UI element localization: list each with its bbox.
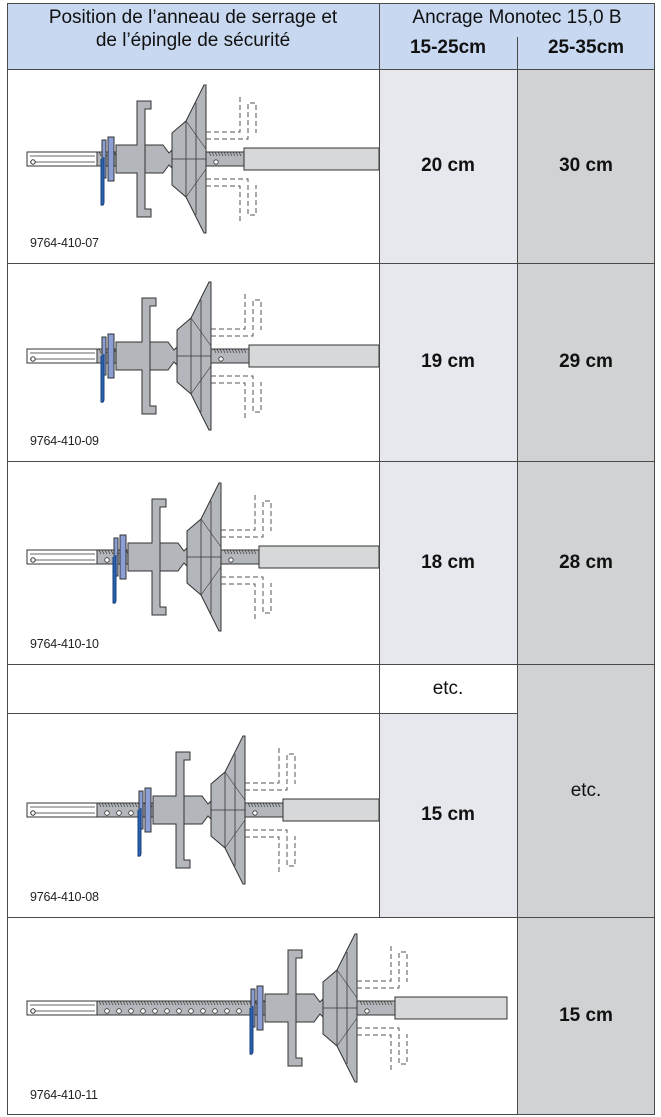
header-range-b: 25-35cm (547, 37, 625, 58)
monotec-anchor-drawing (26, 482, 380, 632)
product-code: 9764-410-08 (30, 890, 99, 904)
product-code: 9764-410-09 (30, 434, 99, 448)
monotec-anchor-drawing (26, 84, 380, 234)
header-position-cell (7, 3, 379, 69)
product-code: 9764-410-10 (30, 637, 99, 651)
value-b-row6: 15 cm (559, 1005, 613, 1026)
cell-b-etc (517, 664, 655, 917)
row-divider (7, 461, 655, 462)
header-anchor-title: Ancrage Monotec 15,0 B (412, 7, 622, 28)
row-divider (7, 69, 655, 70)
anchor-position-table: Position de l’anneau de serrage et de l’… (7, 3, 655, 1115)
cell-a-row1 (379, 69, 517, 263)
value-b-row2: 29 cm (559, 351, 613, 372)
row-divider (7, 713, 517, 714)
col-divider (517, 37, 518, 1115)
etc-a: etc. (432, 677, 464, 699)
product-code: 9764-410-11 (30, 1088, 98, 1102)
header-range-a: 15-25cm (409, 37, 487, 58)
value-a-row1: 20 cm (421, 155, 475, 176)
cell-b-row2 (517, 263, 655, 461)
value-a-row5: 15 cm (421, 804, 475, 825)
value-a-row2: 19 cm (421, 351, 475, 372)
table-border-left (7, 3, 8, 1115)
etc-b: etc. (570, 779, 602, 801)
monotec-anchor-drawing (26, 735, 380, 885)
col-divider (379, 3, 380, 917)
row-divider (7, 664, 655, 665)
cell-a-row5 (379, 713, 517, 917)
cell-b-row1 (517, 69, 655, 263)
row-divider (7, 917, 655, 918)
product-code: 9764-410-07 (30, 236, 99, 250)
cell-b-row6 (517, 917, 655, 1115)
row-divider (7, 263, 655, 264)
table-border-top (7, 3, 655, 4)
monotec-anchor-drawing (26, 933, 508, 1083)
cell-b-row3 (517, 461, 655, 664)
cell-a-row2 (379, 263, 517, 461)
monotec-anchor-drawing (26, 281, 380, 431)
header-position-line2: de l’épingle de sécurité (95, 30, 291, 51)
table-border-bottom (7, 1114, 655, 1115)
table-border-right (654, 3, 655, 1115)
cell-a-row3 (379, 461, 517, 664)
value-a-row3: 18 cm (421, 551, 475, 573)
header-position-line1: Position de l’anneau de serrage et (48, 7, 338, 28)
value-b-row1: 30 cm (559, 155, 613, 176)
value-b-row3: 28 cm (559, 551, 613, 573)
